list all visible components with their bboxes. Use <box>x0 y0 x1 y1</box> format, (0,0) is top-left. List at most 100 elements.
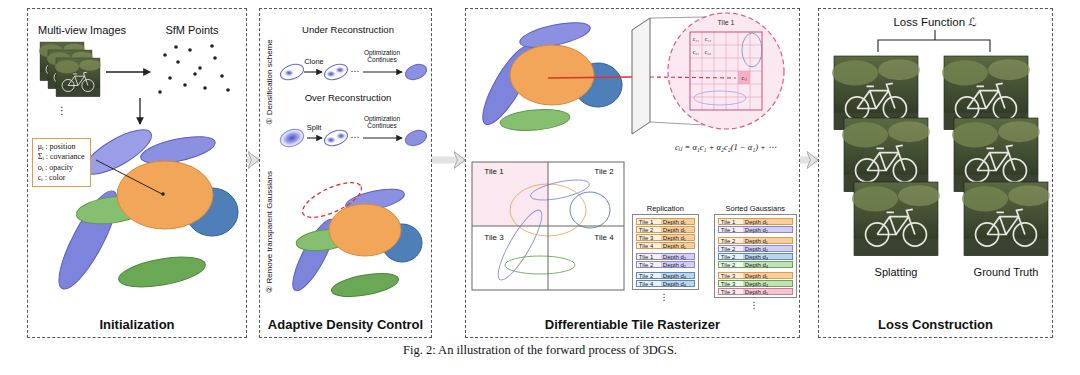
drawn-circle <box>198 66 202 70</box>
zoom-circle <box>668 13 784 129</box>
drawn-ellipse <box>505 256 575 274</box>
tile-id: Tile 2 <box>719 246 743 251</box>
tile-id: Tile 2 <box>637 273 661 278</box>
image-plane <box>632 18 650 134</box>
zoom-line <box>650 17 705 18</box>
leader-dot <box>161 192 165 196</box>
list-row: Tile 2Depth d₃ <box>718 253 793 260</box>
tile-id: Tile 2 <box>719 254 743 259</box>
drawn-line <box>363 71 402 72</box>
flow-arrow <box>106 71 150 72</box>
drawn-ellipse <box>322 61 349 82</box>
drawn-line <box>472 226 624 227</box>
tile-id: Tile 1 <box>719 219 743 224</box>
drawn-circle <box>183 83 187 87</box>
ellipsis: ⋮ <box>750 301 759 311</box>
tile-id: Tile 2 <box>637 262 661 267</box>
depth-value: Depth d₂ <box>661 262 694 267</box>
tile-id: Tile 4 <box>637 243 661 248</box>
drawn-g <box>690 32 762 110</box>
drawn-circle <box>220 74 224 78</box>
drawn-ellipse <box>330 269 400 301</box>
stage-panel: Differentiable Tile RasterizerReplicatio… <box>465 8 800 338</box>
drawn-ellipse <box>335 67 345 74</box>
drawn-ellipse <box>284 70 294 77</box>
blending-formula: cᵢⱼ = α₁c₁ + α₂c₂(1 − α₁) + ⋯ <box>675 143 777 152</box>
drawn-circle <box>203 86 207 90</box>
drawn-line <box>363 137 402 138</box>
drawn-line <box>690 71 762 72</box>
pixel-label: c₂₂ <box>705 48 711 54</box>
drawn-circle <box>193 72 197 76</box>
zoom-line <box>650 122 705 125</box>
image-label: Ground Truth <box>974 266 1039 278</box>
list-row: Tile 1Depth d₂ <box>636 253 695 260</box>
tile-label: Tile 1 <box>484 168 503 177</box>
projected-ellipses <box>474 18 622 133</box>
section-label: ② Remove transparent Gaussians <box>266 171 275 293</box>
stage-arrow <box>432 157 465 164</box>
clone-sequence <box>278 61 428 82</box>
depth-value: Depth d₁ <box>743 273 792 278</box>
depth-value: Depth d₃ <box>661 273 694 278</box>
list-row: Tile 3Depth d₄ <box>718 280 793 287</box>
pruning-ellipses <box>286 176 422 301</box>
list-row: Tile 4Depth d₁ <box>636 242 695 249</box>
drawn-ellipse <box>336 133 346 140</box>
tile-id: Tile 2 <box>637 227 661 232</box>
attribute-text: oᵢ : opacity <box>38 163 85 173</box>
drawn-line <box>690 97 762 98</box>
section-label: ① Densification scheme <box>266 39 275 124</box>
attribute-box: μᵢ : positionΣᵢ : covarianceoᵢ : opacity… <box>32 138 91 188</box>
drawn-use <box>952 118 1040 192</box>
rendered-images <box>832 56 940 256</box>
view-ray <box>548 77 632 78</box>
list-row: Tile 1Depth d₁ <box>718 218 793 225</box>
case-label: Under Reconstruction <box>302 25 394 35</box>
depth-value: Depth d₁ <box>743 219 792 224</box>
panel-title: Differentiable Tile Rasterizer <box>545 317 720 332</box>
depth-value: Depth d₃ <box>661 281 694 286</box>
drawn-circle <box>188 48 192 52</box>
ellipsis: ⋯ <box>351 67 360 77</box>
ellipsis: ⋮ <box>660 293 669 303</box>
step-label: Split <box>307 124 322 132</box>
tile-grid <box>472 162 624 290</box>
drawn-ellipse <box>277 126 307 151</box>
case-label: Over Reconstruction <box>305 93 392 103</box>
pixel-label: c₁₁ <box>693 35 699 41</box>
image-label: SfM Points <box>165 24 218 36</box>
list-row: Tile 4Depth d₃ <box>636 280 695 287</box>
depth-value: Depth d₂ <box>661 254 694 259</box>
image-label: Multi-view Images <box>38 24 126 36</box>
step-label: Optimization Continues <box>359 115 405 129</box>
tile-id: Tile 2 <box>719 262 743 267</box>
drawn-circle <box>213 56 217 60</box>
split-sequence <box>277 126 429 151</box>
step-label: Optimization Continues <box>359 49 405 63</box>
depth-value: Depth d₁ <box>743 238 792 243</box>
stage-panel: Loss Construction <box>818 8 1053 338</box>
drawn-circle <box>226 88 230 92</box>
list-row: Tile 1Depth d₂ <box>718 226 793 233</box>
tile-id: Tile 2 <box>719 238 743 243</box>
drawn-circle <box>158 90 162 94</box>
drawn-ellipse <box>117 161 213 229</box>
drawn-rect <box>472 162 624 290</box>
drawn-rect <box>472 162 548 226</box>
drawn-ellipse <box>403 62 428 83</box>
depth-value: Depth d₂ <box>743 227 792 232</box>
drawn-ellipse <box>694 91 746 105</box>
ellipsis: ⋮ <box>57 105 67 116</box>
drawn-circle <box>176 60 180 64</box>
stage-panel: Initializationμᵢ : positionΣᵢ : covarian… <box>27 8 247 338</box>
drawn-rect <box>738 71 750 84</box>
tile-id: Tile 1 <box>637 254 661 259</box>
list-row: Tile 3Depth d₁ <box>718 272 793 279</box>
pixel-label: cᵢⱼ <box>741 74 746 81</box>
depth-value: Depth d₄ <box>743 281 792 286</box>
drawn-use <box>55 58 101 97</box>
drawn-line <box>690 45 762 46</box>
drawn-ellipse <box>510 45 594 105</box>
figure-caption: Fig. 2: An illustration of the forward p… <box>0 343 1080 358</box>
